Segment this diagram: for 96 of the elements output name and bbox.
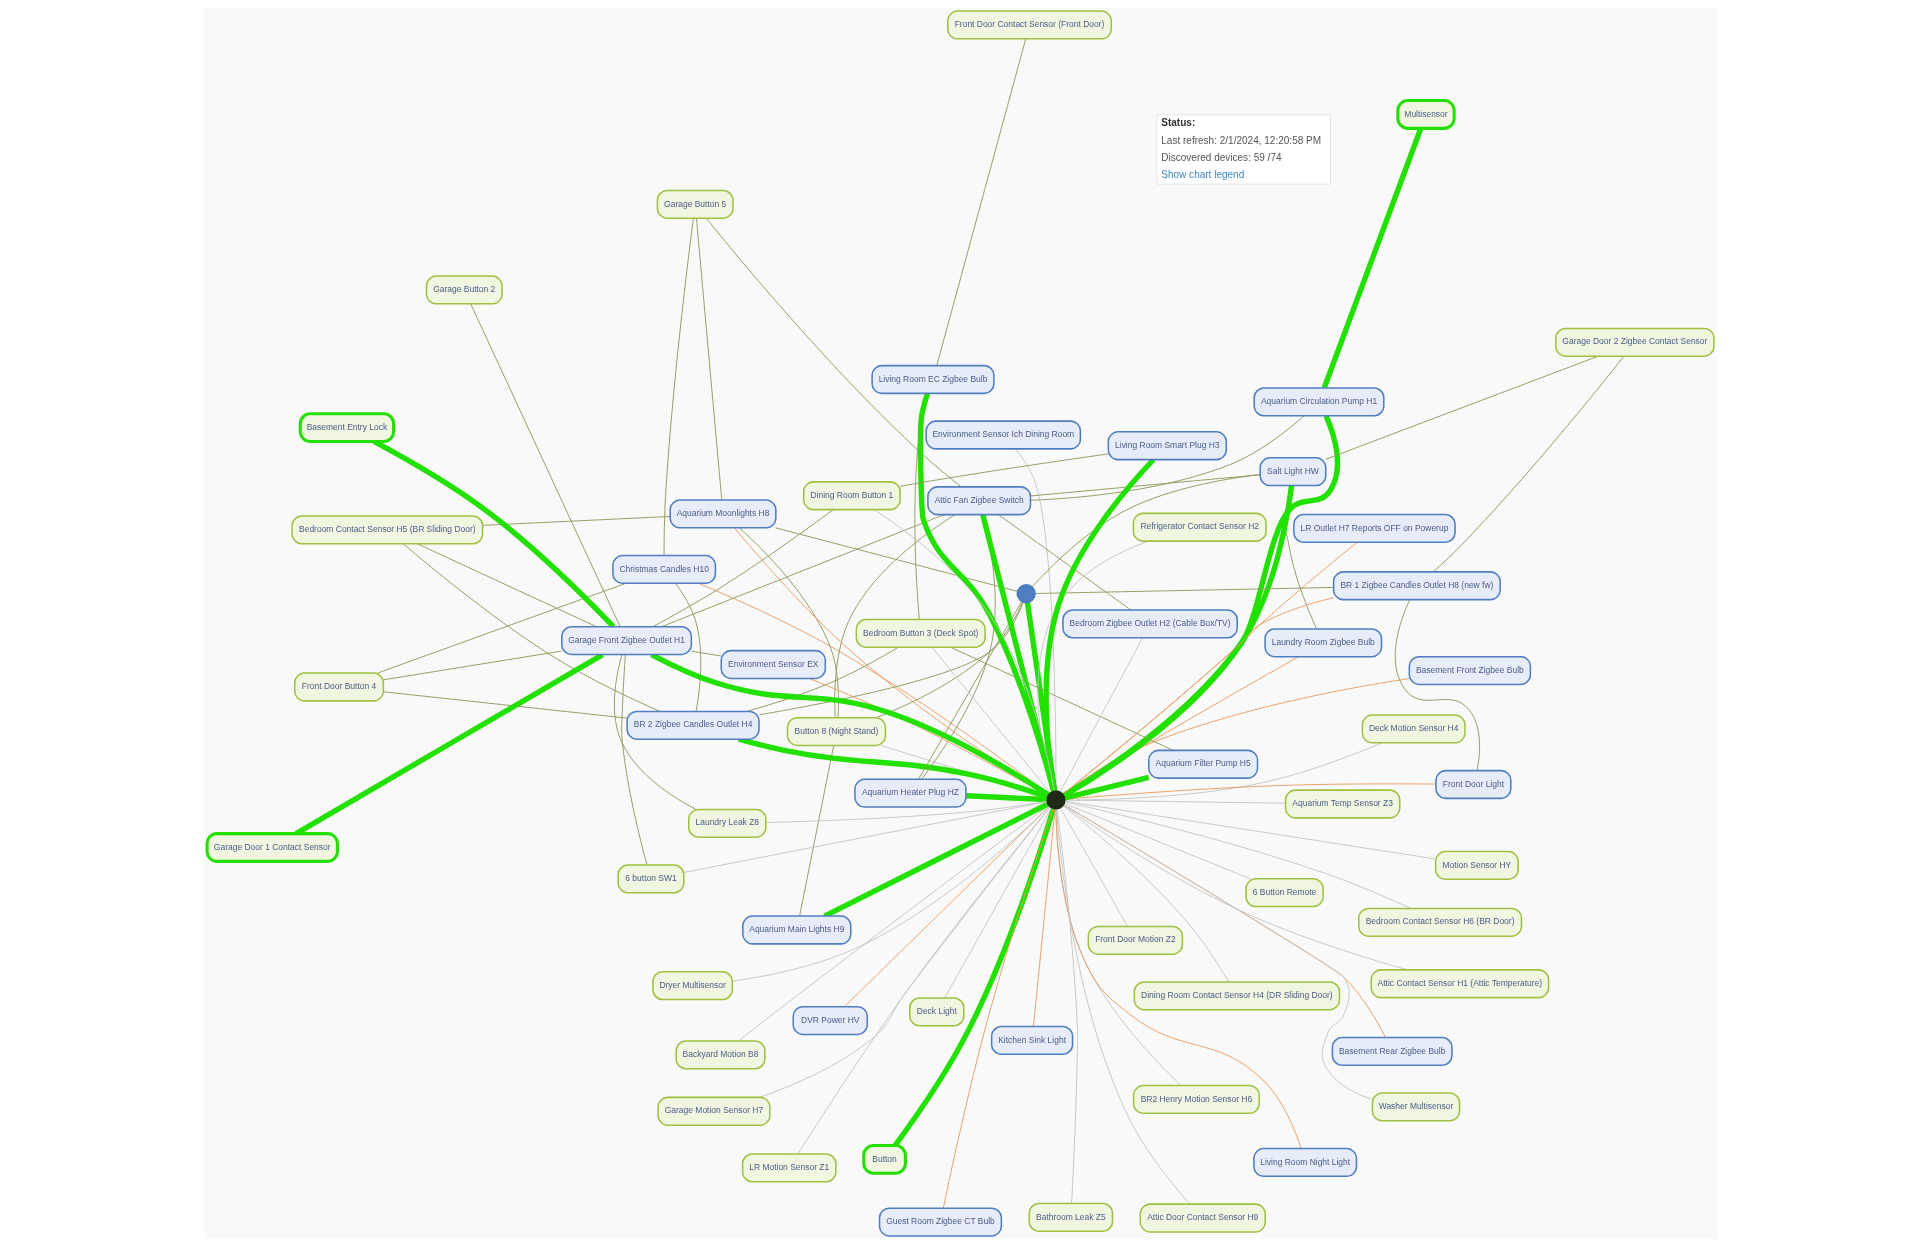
connector [764, 800, 1047, 823]
connector [917, 601, 1022, 780]
node-circle [1045, 790, 1066, 810]
connector [1063, 774, 1149, 801]
node-box: LR Motion Sensor Z1 [741, 1153, 837, 1183]
node-box: BR 1 Zigbee Candles Outlet H8 (new fw) [1332, 571, 1501, 601]
connector [1031, 474, 1260, 588]
node-box: BR2 Henry Motion Sensor H6 [1132, 1084, 1260, 1115]
connector [899, 453, 1109, 487]
connector [1029, 474, 1260, 497]
node-box: Bedroom Contact Sensor H5 (BR Sliding Door) [290, 515, 483, 545]
node-box: Christmas Candles H10 [611, 554, 716, 585]
connector [481, 516, 670, 526]
node-circle [1016, 584, 1036, 604]
connector [833, 514, 955, 718]
label: Status: [1160, 116, 1195, 128]
node-box: Multisensor [1395, 99, 1456, 130]
node-box: Aquarium Main Lights H9 [741, 915, 852, 945]
connector [1059, 637, 1143, 793]
node-box: Aquarium Heater Plug HZ [853, 778, 967, 808]
node-box: Garage Front Zigbee Outlet H1 [560, 625, 692, 656]
node-box: 6 button SW1 [616, 864, 684, 894]
connector [1063, 800, 1436, 860]
connector [1034, 587, 1334, 594]
node-box: Button [861, 1143, 907, 1175]
node-box: Bedroom Zigbee Outlet H2 (Cable Box/TV) [1061, 609, 1238, 639]
node-box: Front Door Button 4 [293, 672, 384, 702]
node-box: Salt Light HW [1258, 457, 1326, 487]
node-box: Motion Sensor HY [1434, 850, 1519, 881]
node-box: Garage Button 2 [425, 275, 503, 305]
connector [1062, 804, 1373, 1100]
node-box: Aquarium Moonlights H8 [668, 499, 777, 529]
node-box: Washer Multisensor [1371, 1092, 1460, 1122]
node-box: DVR Power HV [791, 1005, 868, 1036]
node-box: Guest Room Zigbee CT Bulb [878, 1207, 1002, 1237]
node-box: Bedroom Contact Sensor H6 (BR Door) [1357, 907, 1522, 937]
node-box: Attic Door Contact Sensor H9 [1139, 1203, 1266, 1233]
node-box: Attic Contact Sensor H1 (Attic Temperature) [1369, 969, 1549, 999]
node-box: Dining Room Button 1 [802, 481, 901, 511]
connector [620, 654, 647, 866]
connector [1394, 599, 1480, 771]
connector [382, 691, 628, 719]
node-box: Basement Front Zigbee Bulb [1408, 655, 1531, 686]
node-box: Front Door Light [1434, 769, 1512, 800]
connector [682, 801, 1047, 873]
node-box: Garage Motion Sensor H7 [656, 1096, 771, 1126]
node-box: Aquarium Filter Pump H5 [1147, 749, 1258, 779]
node-box: Basement Rear Zigbee Bulb [1331, 1036, 1453, 1067]
node-box: Dryer Multisensor [651, 971, 733, 1001]
node-box: Bedroom Button 3 (Deck Spot) [855, 618, 986, 648]
node-box: Front Door Motion Z2 [1087, 925, 1183, 955]
connector [943, 807, 1052, 999]
connector [935, 38, 1026, 366]
node-box: Aquarium Temp Sensor Z3 [1284, 789, 1400, 819]
connector [1059, 807, 1128, 927]
node-box: Deck Motion Sensor H4 [1361, 714, 1466, 744]
node-box: Button 8 (Night Stand) [786, 716, 886, 747]
label: Show chart legend [1160, 168, 1244, 180]
node-box: Laundry Leak Z8 [687, 808, 767, 838]
connector [382, 650, 562, 681]
connector [758, 601, 1024, 716]
label: Last refresh: 2/1/2024, 12:20:58 PM [1160, 134, 1321, 146]
connector [690, 650, 722, 657]
connector [965, 793, 1047, 803]
node-box: LR Outlet H7 Reports OFF on Powerup [1292, 513, 1456, 543]
node-box: Aquarium Circulation Pump H1 [1253, 387, 1385, 417]
connector [1029, 415, 1305, 501]
connector [1032, 808, 1055, 1027]
node-box: Deck Light [908, 997, 965, 1027]
connector [774, 527, 1018, 592]
node-box: Living Room Smart Plug H3 [1107, 431, 1227, 461]
connector [1056, 808, 1078, 1204]
node-box: BR 2 Zigbee Candles Outlet H4 [625, 710, 760, 740]
connector [731, 806, 1050, 982]
node-box: Environment Sensor Ich Dining Room [924, 420, 1081, 450]
node-box: Backyard Motion B8 [674, 1040, 766, 1070]
node-box: Dining Room Contact Sensor H4 (DR Sliding Door) [1133, 981, 1340, 1011]
node-box: Laundry Room Zigbee Bulb [1263, 628, 1382, 658]
node-box: Attic Fan Zigbee Switch [926, 486, 1031, 516]
node-box: Garage Door 2 Zigbee Contact Sensor [1554, 327, 1715, 357]
node-box: Basement Entry Lock [298, 412, 395, 443]
connector [1063, 802, 1251, 880]
node-box: Bathroom Leak Z5 [1027, 1202, 1113, 1233]
node-box: Living Room Night Light [1252, 1147, 1357, 1178]
connector [613, 654, 696, 810]
node-box: Garage Door 1 Contact Sensor [205, 832, 339, 863]
node-box: Living Room EC Zigbee Bulb [870, 364, 995, 395]
node-box: Refrigerator Contact Sensor H2 [1132, 512, 1267, 542]
node-box: Kitchen Sink Light [990, 1025, 1073, 1056]
node-box: Front Door Contact Sensor (Front Door) [946, 10, 1112, 40]
node-box: 6 Button Remote [1244, 878, 1324, 908]
node-box: Environment Sensor EX [719, 649, 826, 680]
connector [798, 745, 834, 917]
label: Discovered devices: 59 /74 [1160, 151, 1282, 163]
node-box: Garage Button 5 [656, 189, 734, 219]
connector [942, 807, 1054, 1209]
